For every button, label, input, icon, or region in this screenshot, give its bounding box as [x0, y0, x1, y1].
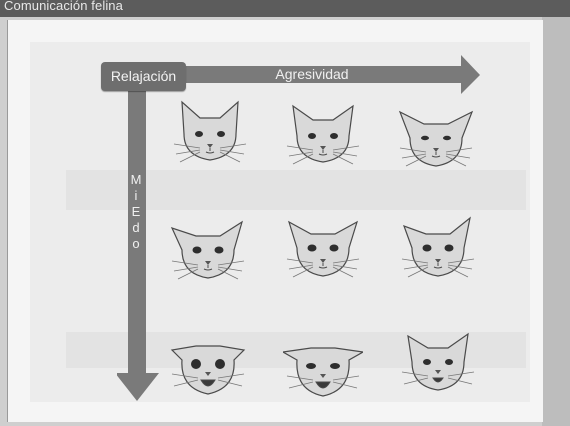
miedo-letter: M — [130, 172, 142, 187]
window-title-bar: Comunicación felina — [0, 0, 570, 17]
cat-face-tense-icon — [286, 220, 360, 278]
relajacion-box: Relajación — [101, 62, 186, 91]
cat-face-angry-icon — [401, 216, 475, 278]
miedo-arrow — [117, 91, 159, 401]
miedo-letter: i — [134, 188, 138, 203]
cat-face-relaxed-icon — [173, 100, 247, 163]
cat-face-uneasy-icon — [170, 220, 245, 280]
cat-face-alert-icon — [286, 104, 360, 165]
miedo-label: M i E d o — [128, 172, 144, 252]
cat-face-aggressive-fear-icon — [401, 332, 475, 391]
miedo-letter: E — [131, 204, 141, 219]
miedo-letter: d — [132, 220, 140, 235]
cat-face-fearful-icon — [170, 345, 246, 395]
window-edge — [542, 17, 570, 426]
window-title: Comunicación felina — [4, 0, 123, 13]
cat-face-aggressive-icon — [398, 110, 474, 167]
agresividad-arrow — [181, 55, 480, 94]
miedo-letter: o — [132, 236, 140, 251]
agresividad-label: Agresividad — [275, 66, 349, 82]
cat-face-defensive-icon — [283, 347, 363, 397]
relajacion-label: Relajación — [110, 68, 177, 84]
slide — [7, 20, 543, 422]
